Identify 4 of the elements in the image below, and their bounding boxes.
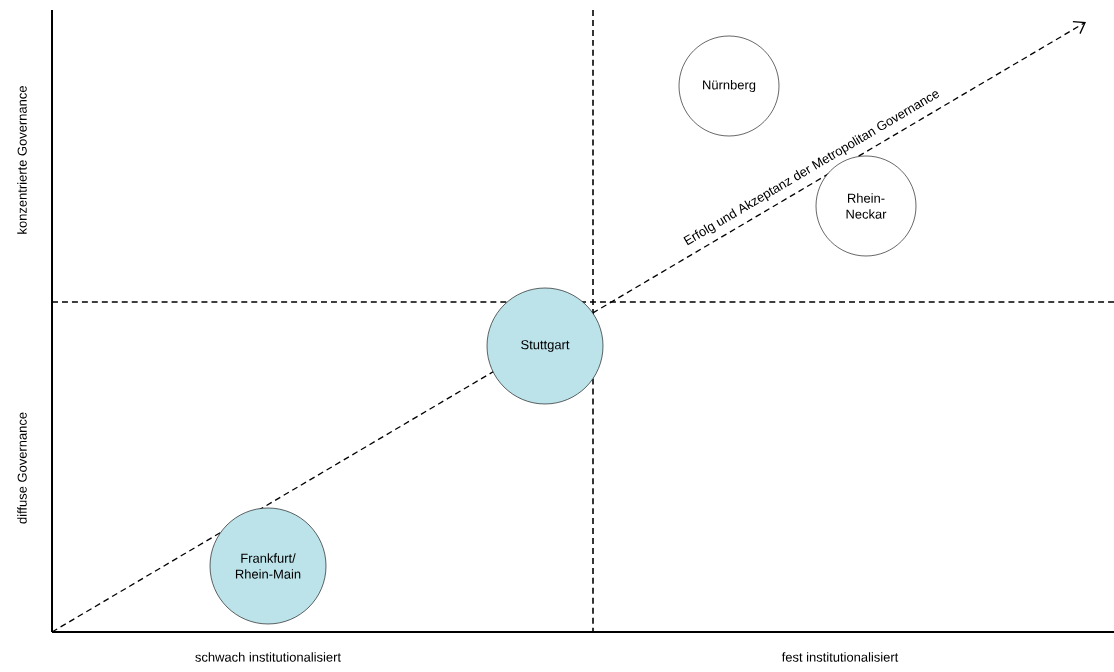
axis-label: schwach institutionalisiert xyxy=(195,652,341,662)
axis-label: fest institutionalisiert xyxy=(781,652,899,662)
axis-label: konzentrierte Governance xyxy=(17,86,27,234)
axis-label: diffuse Governance xyxy=(17,412,27,524)
